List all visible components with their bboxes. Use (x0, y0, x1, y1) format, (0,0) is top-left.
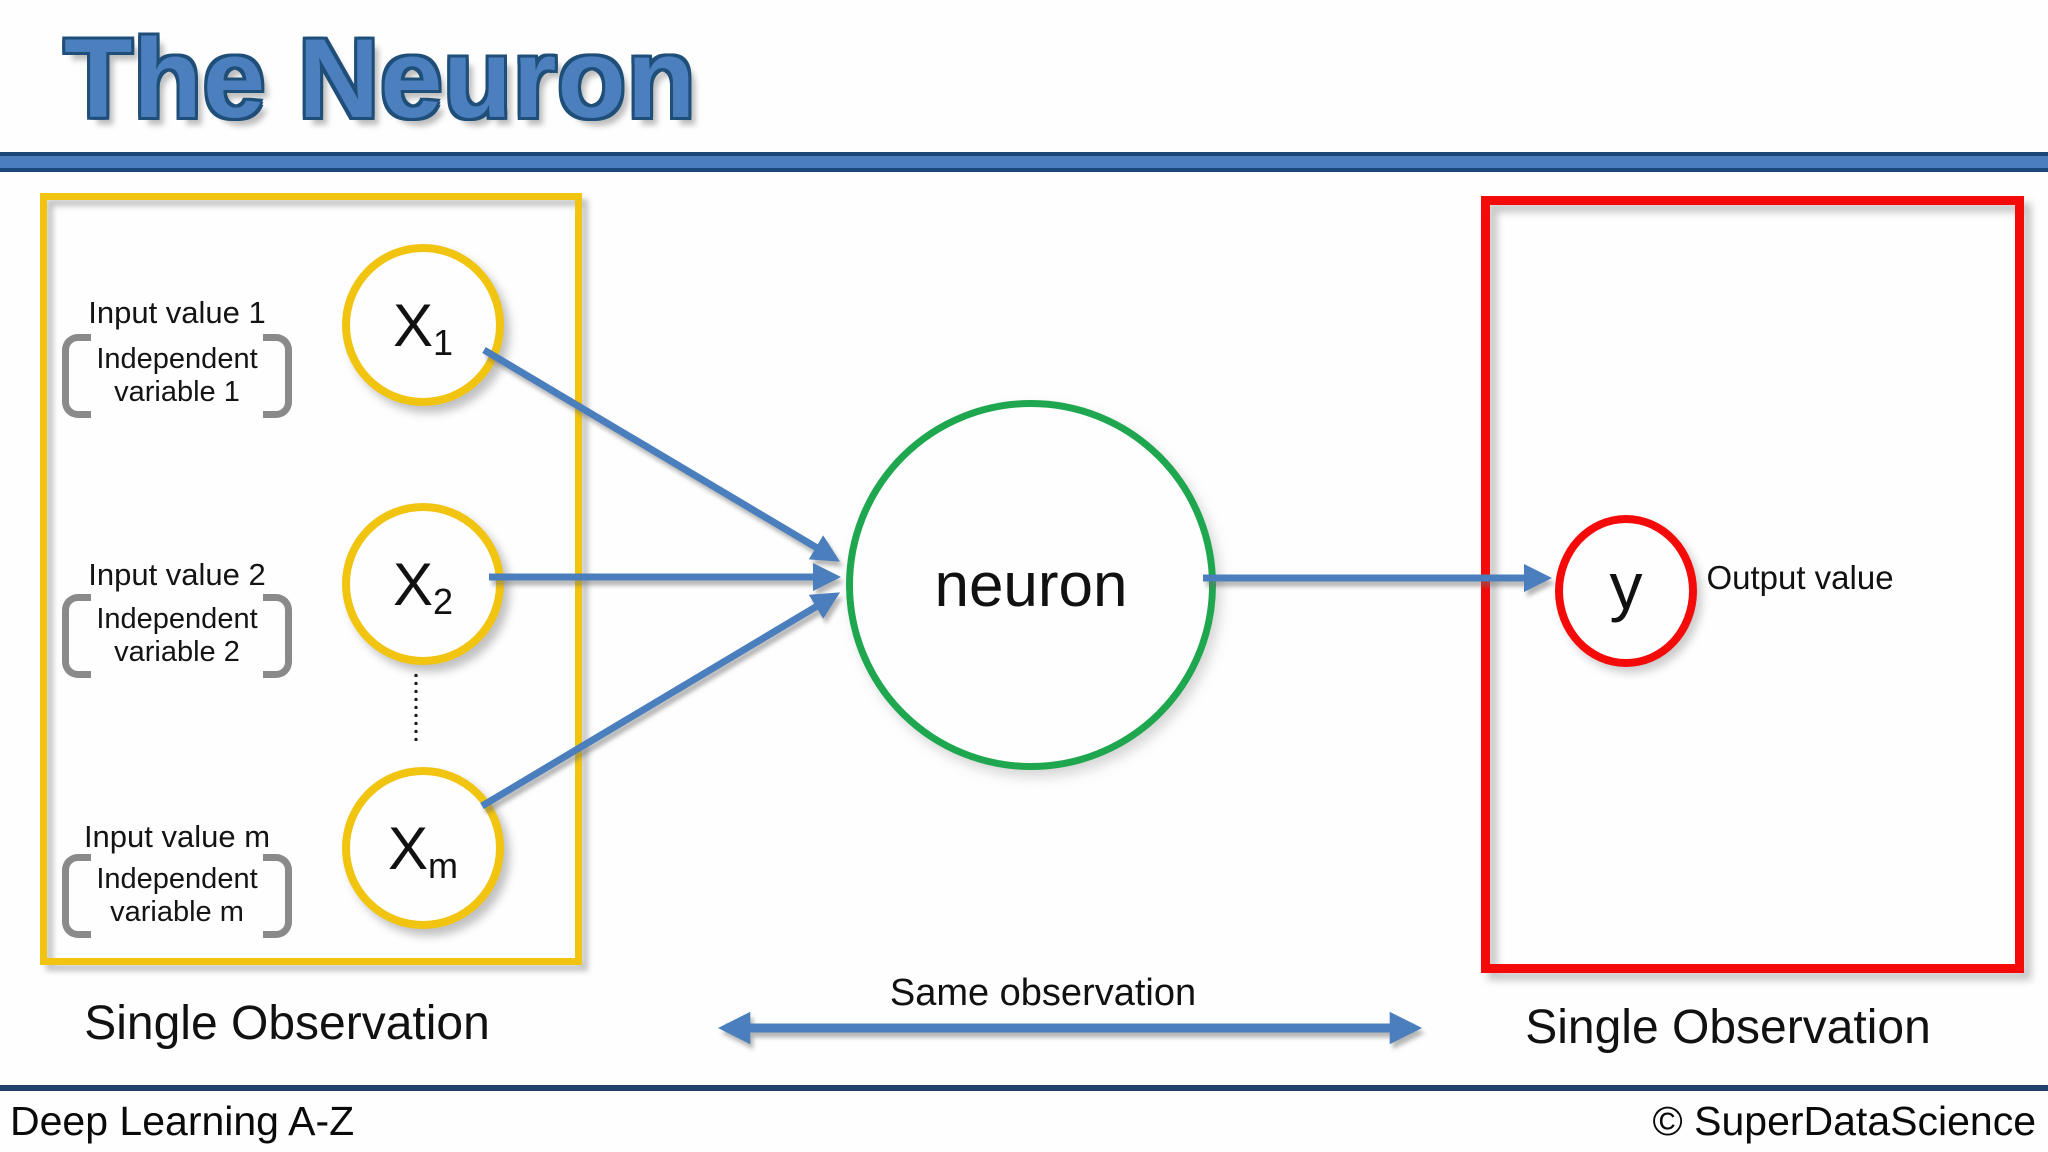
note-line: Independent (96, 863, 258, 895)
left-bracket (62, 854, 91, 938)
note-line: Independent (96, 343, 258, 375)
note-text: Independent variable 1 (91, 334, 263, 418)
output-panel-caption: Single Observation (1525, 1001, 1931, 1054)
left-bracket (62, 334, 91, 418)
title-underline-bar (0, 152, 2048, 172)
note-text: Independent variable 2 (91, 594, 263, 678)
node-label: X (392, 550, 433, 618)
neuron-label: neuron (934, 550, 1128, 620)
footer-course-name: Deep Learning A-Z (10, 1098, 355, 1144)
left-bracket (62, 594, 91, 678)
right-bracket (263, 854, 292, 938)
input-row-note: Independent variable m (62, 854, 292, 938)
node-label: X (387, 814, 429, 882)
output-observation-frame (1481, 196, 2024, 973)
input-row-note: Independent variable 2 (62, 594, 292, 678)
output-node-y: y (1555, 515, 1697, 667)
slide-title: The Neuron (64, 16, 697, 141)
right-bracket (263, 334, 292, 418)
footer-rule (0, 1085, 2048, 1091)
same-observation-label: Same observation (889, 972, 1197, 1014)
input-row-label: Input value 2 (88, 557, 266, 592)
note-line: variable 2 (114, 636, 240, 668)
footer-copyright: © SuperDataScience (1652, 1098, 2036, 1144)
node-subscript: 1 (433, 322, 454, 363)
input-panel-caption: Single Observation (84, 997, 490, 1050)
neuron-node: neuron (846, 400, 1216, 770)
input-row-label: Input value 1 (88, 295, 266, 330)
note-text: Independent variable m (91, 854, 263, 938)
output-value-label: Output value (1706, 559, 1894, 596)
input-row-note: Independent variable 1 (62, 334, 292, 418)
right-bracket (263, 594, 292, 678)
node-subscript: m (428, 845, 459, 886)
input-row-label: Input value m (83, 819, 271, 854)
node-label: y (1609, 549, 1643, 623)
note-line: Independent (96, 603, 258, 635)
note-line: variable 1 (114, 376, 240, 408)
note-line: variable m (110, 896, 244, 928)
node-label: X (392, 291, 433, 359)
node-subscript: 2 (433, 581, 454, 622)
